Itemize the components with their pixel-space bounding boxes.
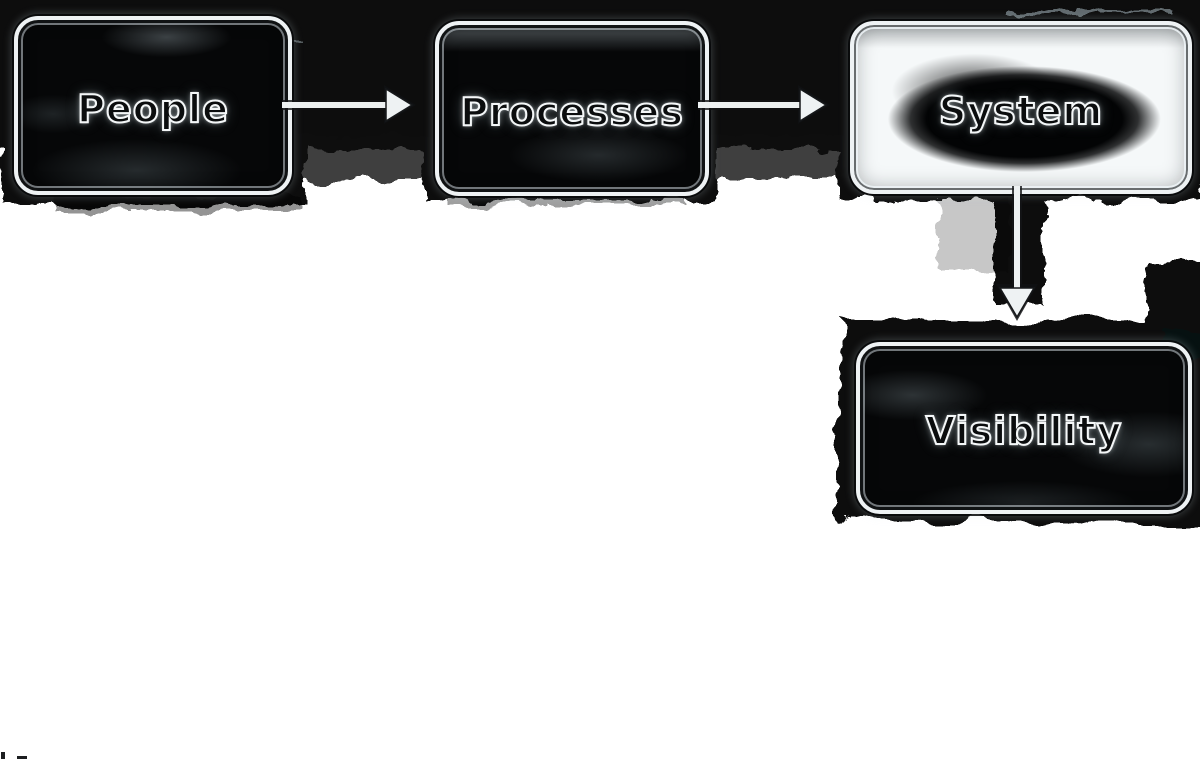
arrow-system-to-visibility (996, 186, 1038, 321)
node-label-processes: Processes (459, 89, 684, 135)
arrow-processes-to-system (698, 85, 830, 124)
node-label-system: System (938, 88, 1104, 134)
node-people: People (14, 16, 292, 195)
arrow-people-to-processes (282, 85, 416, 124)
node-label-visibility: Visibility (925, 408, 1123, 454)
stray-marks (1, 752, 27, 759)
node-processes: Processes (435, 21, 709, 196)
node-system: System (850, 21, 1192, 194)
node-label-people: People (76, 86, 229, 132)
node-visibility: Visibility (856, 342, 1192, 514)
